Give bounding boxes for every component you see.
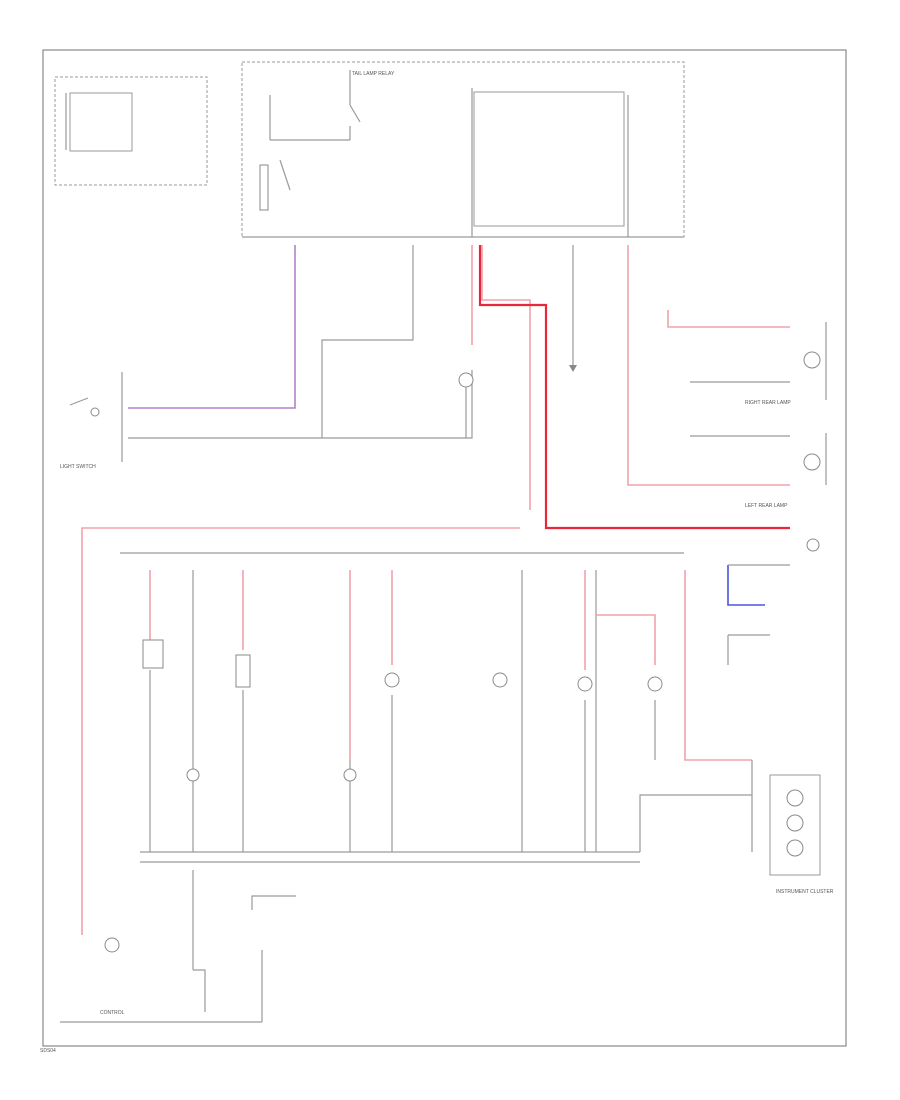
wire-gray [321, 245, 414, 438]
wire-pink [481, 245, 531, 510]
fuse-block [69, 92, 133, 152]
relay-box [473, 91, 625, 227]
right-rear-lamp-icon [803, 351, 821, 369]
left-rear-lamp-label: LEFT REAR LAMP [745, 503, 788, 509]
wire-pink [81, 527, 520, 935]
footer-code: SDS04 [40, 1048, 56, 1054]
fuse-box-left [54, 76, 208, 186]
wire-violet [128, 245, 296, 409]
control-section: CONTROL [60, 870, 296, 1023]
component-symbols [142, 639, 663, 782]
ground-icon [569, 365, 577, 372]
wire-pink [667, 310, 790, 328]
wire-gray [128, 370, 473, 439]
wire-pink [627, 245, 790, 486]
branch-wires [149, 570, 752, 852]
control-label: CONTROL [100, 1010, 125, 1016]
tail-lamp-relay-label: TAIL LAMP RELAY [352, 71, 395, 77]
wire-blue [727, 565, 765, 606]
light-switch: LIGHT SWITCH [60, 372, 123, 470]
instrument-cluster: INSTRUMENT CLUSTER [751, 760, 834, 895]
lamp-icon [458, 372, 474, 388]
junction-box-top [241, 61, 685, 238]
tail-lamp-relay [259, 70, 361, 211]
light-switch-label: LIGHT SWITCH [60, 464, 96, 470]
left-rear-lamp-icon [803, 453, 821, 471]
connector [806, 538, 820, 552]
diagram-border [42, 49, 847, 1047]
right-rear-lamp-label: RIGHT REAR LAMP [745, 400, 791, 406]
instrument-cluster-label: INSTRUMENT CLUSTER [776, 889, 834, 895]
wire-gray [639, 794, 752, 852]
wire-red [478, 245, 790, 530]
